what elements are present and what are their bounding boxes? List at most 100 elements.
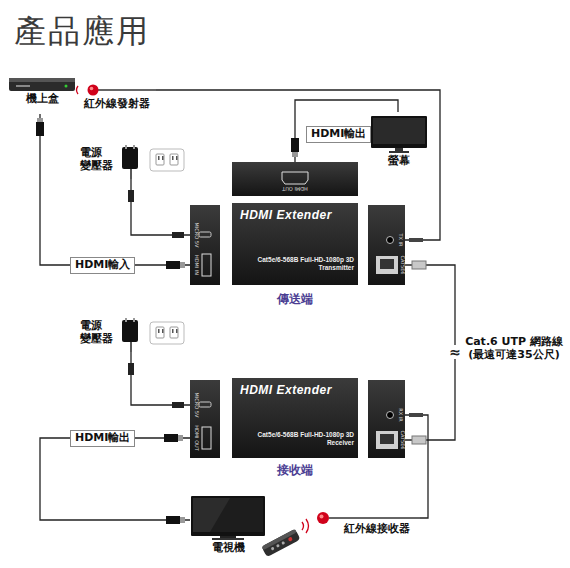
remote-button [288,536,293,541]
cable-connector [131,352,190,405]
device-part [368,205,405,285]
device-part [170,154,178,165]
node-text: 電源 變壓器 [80,320,120,345]
indicator-dot [320,515,324,519]
device-part [199,232,211,237]
device-part [125,145,127,149]
node-text: 紅外線接收器 [344,523,420,536]
diagram-title: 產品應用 [14,14,150,49]
device-part [9,78,75,91]
device-part [158,329,160,333]
device-part [380,434,394,444]
node-text: 螢幕 [368,155,430,168]
edge-label: HDMI輸出 [306,126,371,143]
indicator-dot [387,237,394,244]
wire [329,517,420,518]
device-part [162,329,164,333]
device-part [376,431,398,449]
port-label: TX IR [398,233,403,246]
usb-plug [172,232,184,238]
rj45-plug [412,261,426,269]
monitor: 螢幕 [368,112,430,170]
edge-label: HDMI輸入 [70,257,135,274]
device-part [371,116,427,148]
usb-plug [128,190,134,202]
remote-control [261,529,300,557]
node-text: Cat5e/6-568B Full-HD-1080p 3D Transmitte… [236,256,354,272]
hdmi-plug [166,261,180,269]
edge-label: HDMI輸出 [70,430,135,447]
usb-plug [128,363,134,375]
port-label: RX IR [398,408,403,421]
node-text: 電源 變壓器 [80,147,120,172]
node-text: 紅外線發射器 [84,98,156,111]
device-part [368,380,405,458]
device-part [172,329,174,333]
device-part [172,156,174,160]
node-text: Cat5e/6-568B Full-HD-1080p 3D Receiver [236,431,354,447]
device-part [150,149,184,171]
indicator-dot [65,85,68,88]
port-label: CAT5E6 [400,255,405,274]
power-adapter: 電源 變壓器 [80,145,188,179]
device-part [176,329,178,333]
ir-emitter: 紅外線發射器 [84,83,156,113]
device-part [199,402,211,407]
port-label: CAT5E6 [400,430,405,449]
node-text: 電視機 [190,542,266,555]
device-part [232,203,358,285]
device-part [380,259,394,269]
ir-receiver: 紅外線接收器 [316,509,420,541]
rj45-plug [412,436,426,444]
remote-button [281,541,285,545]
hdmi-plug-tip [292,152,298,157]
ir-signal [302,522,304,530]
device-part [16,85,30,87]
node-text: HDMI Extender [240,384,350,398]
hdmi-plug-tip [178,435,183,441]
device-part [220,536,236,538]
device-part [150,322,184,344]
port-label: HDMI OUT [282,186,308,191]
cable-connector [131,179,190,235]
remote-body [261,529,300,557]
ir-signal [306,519,309,533]
hdmi-transmitter: HDMI ExtenderCat5e/6-568B Full-HD-1080p … [190,162,405,285]
remote-button [276,544,280,548]
wire [130,342,132,352]
port-label: MICRO 5V [194,223,199,248]
node-text: HDMI Extender [240,209,350,223]
device-part [232,162,358,196]
indicator-dot [387,412,394,419]
port-label: HDMI IN [194,255,199,275]
device-drawing [190,162,405,285]
port-label: MICRO 5V [194,393,199,418]
device-part [170,327,178,338]
set-top-box: 機上盒 [8,76,76,114]
device-part [193,498,263,532]
device-part [212,538,244,540]
usb-plug [172,402,184,408]
device-part [125,318,127,322]
device-part [122,320,138,342]
audio-jack-plug [409,238,423,242]
indicator-dot [317,512,329,524]
device-part [133,318,135,322]
device-part [190,205,220,285]
hdmi-plug-tip [37,118,43,122]
hdmi-plug [291,138,299,152]
port-label: ≈ [448,345,462,359]
device-part [133,145,135,149]
power-adapter: 電源 變壓器 [80,318,188,352]
cable-connector [405,415,428,518]
hdmi-plug-tip [180,517,185,523]
cable-connector [40,438,190,520]
node-text: 傳送端 [232,293,358,307]
hdmi-receiver: HDMI ExtenderCat5e/6-568B Full-HD-1080p … [190,378,405,458]
indicator-dot [88,85,99,96]
device-part [376,256,398,274]
device-part [158,156,160,160]
remote-edge [261,529,296,550]
node-text: 接收端 [232,464,358,478]
